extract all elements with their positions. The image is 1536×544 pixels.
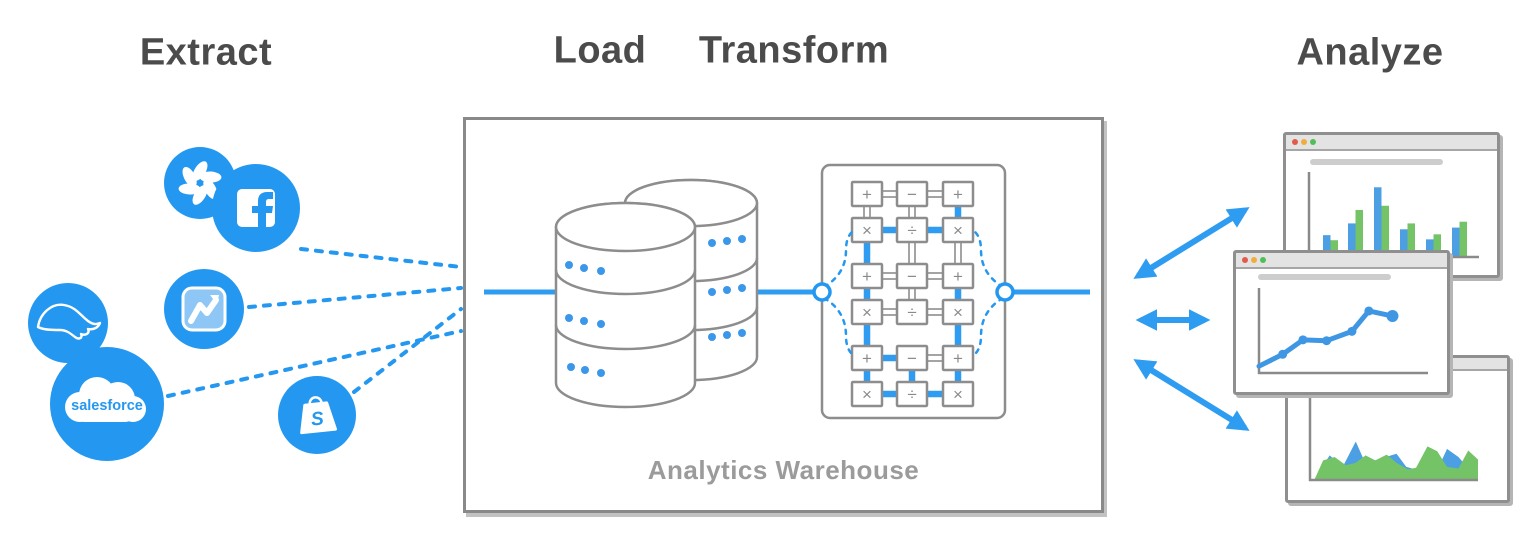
svg-text:÷: ÷ (907, 221, 916, 240)
svg-text:+: + (953, 349, 963, 368)
svg-text:×: × (953, 221, 963, 240)
svg-text:+: + (953, 185, 963, 204)
svg-text:÷: ÷ (907, 385, 916, 404)
traffic-red-icon (1242, 257, 1248, 263)
traffic-yellow-icon (1301, 139, 1307, 145)
dotted-line-salesforce (166, 329, 463, 398)
transform-operator-grid: + − + × ÷ × + − + × ÷ × + − + × ÷ × (850, 180, 975, 408)
svg-text:×: × (862, 221, 872, 240)
chart-trend-icon (181, 286, 227, 332)
heading-analyze: Analyze (1296, 31, 1444, 74)
analyze-arrows (1133, 207, 1250, 431)
source-analytics-app (164, 269, 244, 349)
svg-text:+: + (953, 267, 963, 286)
bar-window-titlebar (1286, 135, 1497, 151)
svg-text:+: + (862, 349, 872, 368)
traffic-red-icon (1292, 139, 1298, 145)
svg-text:÷: ÷ (907, 303, 916, 322)
traffic-yellow-icon (1251, 257, 1257, 263)
svg-text:×: × (862, 385, 872, 404)
extract-dotted-lines (166, 247, 463, 398)
svg-text:×: × (953, 385, 963, 404)
line-chart-svg (1256, 288, 1428, 375)
heading-load: Load (553, 29, 647, 72)
dotted-line-facebook (299, 247, 463, 269)
transform-braces (822, 229, 1005, 357)
arrow-to-area-chart (1133, 359, 1250, 431)
line-window-title-placeholder (1258, 274, 1391, 280)
heading-extract: Extract (139, 31, 273, 74)
transform-output-node (995, 282, 1015, 302)
line-chart-window (1233, 250, 1450, 395)
shopify-bag-icon: S (300, 396, 337, 435)
source-mysql (28, 283, 108, 363)
dotted-line-shopify (352, 307, 463, 394)
svg-text:−: − (907, 185, 917, 204)
source-shopify: S (278, 376, 356, 454)
traffic-green-icon (1310, 139, 1316, 145)
shopify-s: S (310, 408, 325, 430)
cylinder-dots (565, 235, 746, 377)
source-bubbles: salesforce S (28, 147, 356, 461)
svg-text:×: × (953, 303, 963, 322)
transform-input-node (812, 282, 832, 302)
salesforce-wordmark: salesforce (71, 398, 143, 414)
bar-window-title-placeholder (1310, 159, 1443, 165)
facebook-icon (237, 189, 275, 227)
source-facebook (212, 164, 300, 252)
analytics-warehouse-label: Analytics Warehouse (647, 455, 920, 485)
salesforce-cloud-icon: salesforce (65, 377, 146, 422)
line-window-titlebar (1236, 253, 1447, 269)
pinwheel-icon (178, 161, 222, 205)
warehouse-cylinders (554, 178, 759, 409)
svg-text:+: + (862, 185, 872, 204)
svg-text:+: + (862, 267, 872, 286)
svg-text:×: × (862, 303, 872, 322)
cylinder-front (554, 201, 697, 409)
svg-text:−: − (907, 267, 917, 286)
dotted-line-analytics-app (247, 286, 463, 309)
svg-text:−: − (907, 349, 917, 368)
arrow-to-bar-chart (1133, 207, 1250, 279)
mysql-dolphin-icon (36, 303, 102, 340)
area-chart-svg (1308, 398, 1478, 482)
traffic-green-icon (1260, 257, 1266, 263)
heading-transform: Transform (698, 29, 890, 72)
source-salesforce: salesforce (50, 347, 164, 461)
